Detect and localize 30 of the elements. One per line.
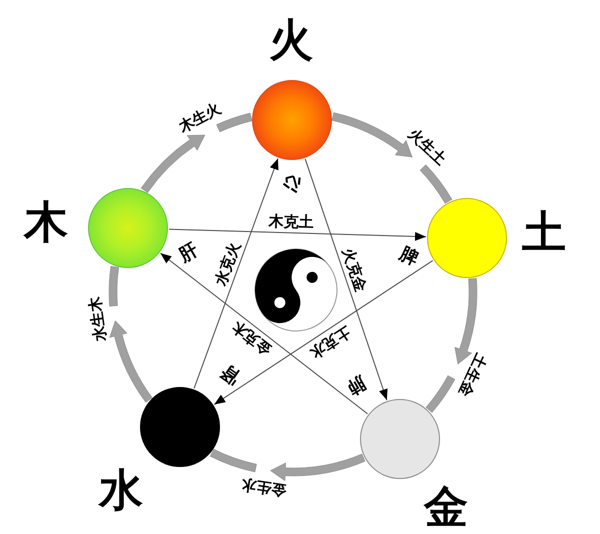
- arrow: [304, 158, 388, 401]
- edge-label: 木克土: [268, 214, 314, 230]
- organ-label: 脾: [397, 245, 421, 269]
- curved-arrow: [108, 266, 153, 403]
- edge-label: 金克木: [229, 318, 274, 358]
- element-label: 金: [424, 486, 468, 530]
- organ-label: 肝: [176, 240, 202, 266]
- curved-arrow: [332, 112, 452, 204]
- edge-label: 木生火: [176, 100, 224, 136]
- curved-arrow: [210, 448, 366, 482]
- element-label: 水: [99, 469, 143, 513]
- edge-label: 火克金: [340, 246, 369, 294]
- element-label: 火: [269, 19, 313, 63]
- element-label: 土: [522, 211, 566, 255]
- organ-label: 肾: [218, 361, 244, 387]
- edge-label: 土克水: [306, 323, 352, 360]
- organ-label: 心: [280, 172, 304, 194]
- curved-arrow: [140, 112, 252, 193]
- curved-arrow: [426, 278, 478, 413]
- element-label: 木: [24, 201, 68, 245]
- edge-label: 金生水: [240, 476, 288, 498]
- organ-label: 肺: [344, 372, 368, 398]
- arrow: [214, 260, 434, 405]
- arrow: [168, 228, 427, 241]
- edge-label: 水生木: [87, 296, 108, 342]
- edge-label: 火生土: [405, 126, 448, 168]
- edge-label: 水克火: [213, 240, 243, 288]
- arrow: [160, 252, 368, 414]
- arrow: [194, 158, 278, 389]
- edge-label: 土生金: [456, 351, 488, 398]
